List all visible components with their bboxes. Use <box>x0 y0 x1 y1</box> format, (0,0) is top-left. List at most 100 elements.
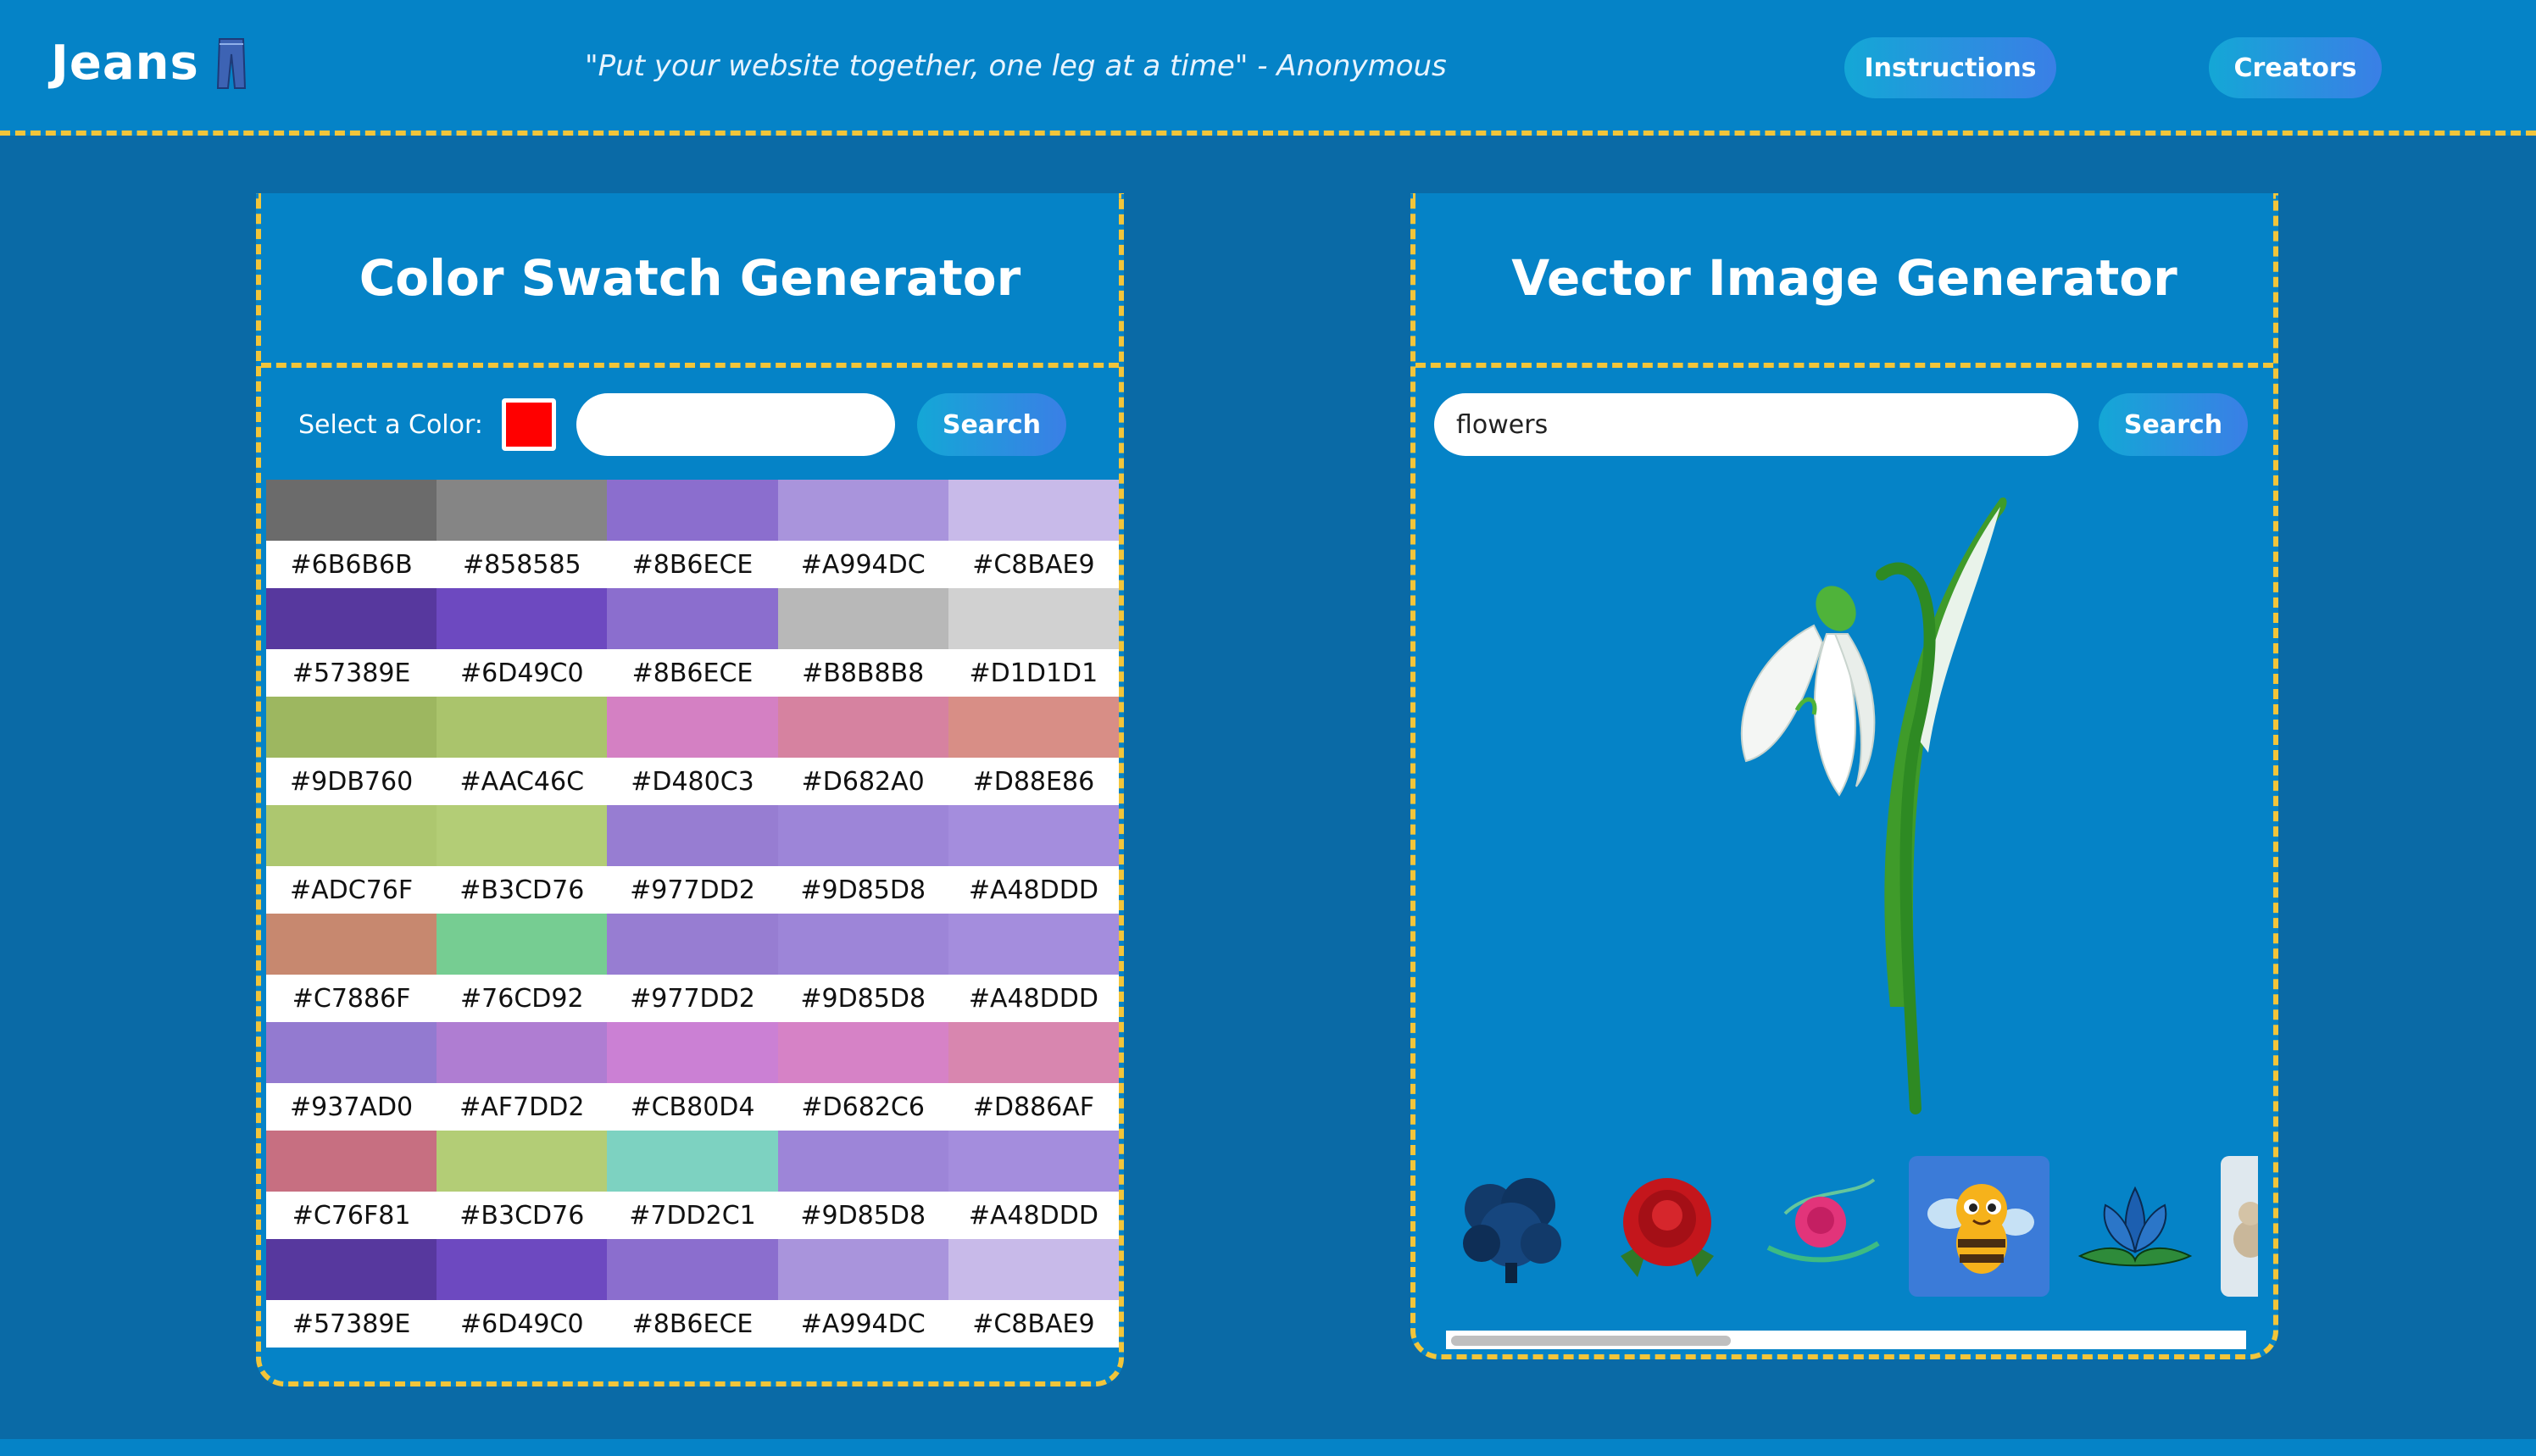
select-color-label: Select a Color: <box>298 409 483 440</box>
swatch-hex-label: #76CD92 <box>460 983 584 1014</box>
color-swatch[interactable]: #C8BAE9 <box>948 1239 1119 1348</box>
thumbnail-pink-rose[interactable] <box>1753 1156 1894 1297</box>
swatch-color <box>607 1131 778 1192</box>
thumbnail-red-rose[interactable] <box>1597 1156 1738 1297</box>
color-swatch-title: Color Swatch Generator <box>261 193 1119 368</box>
color-swatch[interactable]: #9D85D8 <box>777 805 948 914</box>
color-swatch[interactable]: #8B6ECE <box>607 1239 778 1348</box>
scrollbar-thumb[interactable] <box>1451 1336 1731 1346</box>
color-swatch[interactable]: #AAC46C <box>437 697 608 805</box>
swatch-color <box>607 1239 778 1300</box>
cat-icon <box>2233 1202 2258 1258</box>
thumbnail-blue-lotus[interactable] <box>2065 1156 2205 1297</box>
thumbnail-blue-hydrangea[interactable] <box>1441 1156 1582 1297</box>
brand-logo[interactable]: Jeans <box>51 36 248 91</box>
swatch-hex-label: #C8BAE9 <box>972 549 1095 580</box>
swatch-hex-label: #D1D1D1 <box>969 658 1098 688</box>
swatch-hex-label: #57389E <box>292 1309 411 1339</box>
brand-name: Jeans <box>51 36 199 91</box>
color-swatch[interactable]: #6B6B6B <box>266 480 437 588</box>
color-swatch[interactable]: #7DD2C1 <box>607 1131 778 1239</box>
color-swatch[interactable]: #AF7DD2 <box>437 1022 608 1131</box>
thumbnail-scrollbar[interactable] <box>1446 1331 2246 1349</box>
swatch-hex-label: #6D49C0 <box>460 658 584 688</box>
swatch-hex-label: #9D85D8 <box>800 875 926 905</box>
swatch-hex-label: #9D85D8 <box>800 1200 926 1231</box>
color-swatch[interactable]: #76CD92 <box>437 914 608 1022</box>
color-swatch[interactable]: #D682C6 <box>777 1022 948 1131</box>
swatch-color <box>607 480 778 541</box>
swatch-hex-label: #8B6ECE <box>631 1309 754 1339</box>
lotus-icon <box>2077 1186 2193 1267</box>
color-input[interactable] <box>576 393 895 456</box>
swatch-hex-label: #8B6ECE <box>631 658 754 688</box>
swatch-hex-label: #9D85D8 <box>800 983 926 1014</box>
instructions-button[interactable]: Instructions <box>1844 37 2056 98</box>
thumbnail-strip[interactable] <box>1441 1156 2258 1297</box>
swatch-color <box>266 588 437 649</box>
color-swatch[interactable]: #B3CD76 <box>437 805 608 914</box>
color-swatch[interactable]: #9D85D8 <box>777 914 948 1022</box>
swatch-hex-label: #A48DDD <box>968 1200 1098 1231</box>
thumbnail-cat-illustration[interactable] <box>2221 1156 2258 1297</box>
swatch-hex-label: #A994DC <box>800 1309 926 1339</box>
color-swatch[interactable]: #CB80D4 <box>607 1022 778 1131</box>
swatch-hex-label: #B3CD76 <box>459 875 585 905</box>
vector-search-input[interactable] <box>1434 393 2078 456</box>
color-swatch[interactable]: #D88E86 <box>948 697 1119 805</box>
color-swatch[interactable]: #6D49C0 <box>437 588 608 697</box>
color-swatch[interactable]: #858585 <box>437 480 608 588</box>
color-swatch[interactable]: #D682A0 <box>777 697 948 805</box>
swatch-hex-label: #C8BAE9 <box>972 1309 1095 1339</box>
color-swatch[interactable]: #D480C3 <box>607 697 778 805</box>
swatch-color <box>777 914 948 975</box>
color-swatch[interactable]: #C7886F <box>266 914 437 1022</box>
color-swatch[interactable]: #B8B8B8 <box>777 588 948 697</box>
thumbnail-bee-cartoon[interactable] <box>1909 1156 2049 1297</box>
color-swatch[interactable]: #A48DDD <box>948 1131 1119 1239</box>
color-swatch[interactable]: #D886AF <box>948 1022 1119 1131</box>
color-search-button[interactable]: Search <box>916 393 1066 456</box>
color-swatch[interactable]: #8B6ECE <box>607 480 778 588</box>
swatch-color <box>437 1022 608 1083</box>
color-swatch[interactable]: #6D49C0 <box>437 1239 608 1348</box>
color-picker[interactable] <box>501 398 556 451</box>
swatch-hex-label: #D682C6 <box>801 1092 925 1122</box>
swatch-color <box>266 1131 437 1192</box>
swatch-color <box>266 1239 437 1300</box>
color-swatch[interactable]: #57389E <box>266 588 437 697</box>
color-swatch-panel: Color Swatch Generator Select a Color: S… <box>256 193 1124 1387</box>
swatch-hex-label: #CB80D4 <box>630 1092 755 1122</box>
color-swatch[interactable]: #C76F81 <box>266 1131 437 1239</box>
swatch-color <box>437 805 608 866</box>
color-swatch[interactable]: #C8BAE9 <box>948 480 1119 588</box>
swatch-color <box>777 1022 948 1083</box>
swatch-hex-label: #A994DC <box>800 549 926 580</box>
hydrangea-icon <box>1463 1178 1561 1283</box>
color-swatch[interactable]: #9D85D8 <box>777 1131 948 1239</box>
color-swatch[interactable]: #A48DDD <box>948 914 1119 1022</box>
swatch-hex-label: #8B6ECE <box>631 549 754 580</box>
jeans-icon <box>216 37 246 89</box>
swatch-color <box>266 914 437 975</box>
rose-icon <box>1621 1178 1714 1277</box>
vector-image-title: Vector Image Generator <box>1415 193 2273 368</box>
color-swatch[interactable]: #A994DC <box>777 1239 948 1348</box>
color-swatch[interactable]: #ADC76F <box>266 805 437 914</box>
swatch-color <box>777 1239 948 1300</box>
swatch-color <box>607 588 778 649</box>
color-swatch[interactable]: #A994DC <box>777 480 948 588</box>
color-swatch[interactable]: #937AD0 <box>266 1022 437 1131</box>
vector-search-button[interactable]: Search <box>2099 393 2248 456</box>
swatch-color <box>948 1131 1119 1192</box>
color-swatch[interactable]: #8B6ECE <box>607 588 778 697</box>
color-swatch[interactable]: #9DB760 <box>266 697 437 805</box>
color-swatch[interactable]: #977DD2 <box>607 914 778 1022</box>
color-swatch[interactable]: #977DD2 <box>607 805 778 914</box>
color-swatch[interactable]: #D1D1D1 <box>948 588 1119 697</box>
color-swatch[interactable]: #A48DDD <box>948 805 1119 914</box>
color-swatch[interactable]: #B3CD76 <box>437 1131 608 1239</box>
swatch-color <box>266 1022 437 1083</box>
color-swatch[interactable]: #57389E <box>266 1239 437 1348</box>
creators-button[interactable]: Creators <box>2209 37 2382 98</box>
